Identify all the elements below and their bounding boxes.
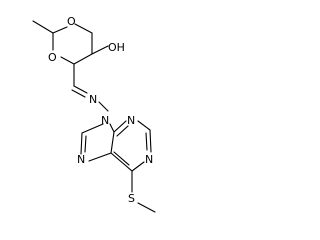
atom-label-n7: N [77,153,85,166]
bond-c2-o1 [52,26,68,34]
bond-c5p-c4p [110,131,115,154]
bond-c2-methyl [32,20,54,34]
bond-ch-n-double-a [73,85,88,94]
bond-s-ch3 [137,202,156,213]
bond-c6p-c5p-double-a [110,152,133,172]
bond-n3-c2p [137,120,151,131]
bond-c5-c4 [73,53,93,65]
bond-n-n9 [98,101,109,112]
atom-label-oh: OH [108,41,125,54]
bond-c6p-c5p-double-b [113,151,130,166]
bond-n9-c8 [81,123,104,134]
bond-c4p-n3-double-a [113,120,127,133]
bond-c4p-n9 [109,123,115,133]
atom-label-o3: O [48,51,57,64]
bond-c4p-n3-double-b [116,125,129,137]
bond-n7-c5p [88,152,112,162]
chemical-structure: O O OH N N N N N S [32,15,156,213]
atom-label-s: S [128,192,135,205]
bond-c8-n7-double-a [80,132,83,155]
atom-label-n9: N [101,114,109,127]
bond-c5-oh [91,45,109,55]
molecule-diagram: O O OH N N N N N S [32,15,156,213]
bond-c8-n7-double-b [84,135,87,153]
atom-label-o1: O [67,15,76,28]
bond-o1-c6 [74,23,93,34]
bond-c2p-n1-double-a [149,129,152,153]
bond-c4-o3 [60,56,75,65]
atom-label-n3: N [127,114,135,127]
bond-ch-n-double-b [71,89,86,98]
atom-label-imine-n: N [89,93,97,106]
bond-c2p-n1-double-b [145,132,148,151]
bond-n1-c6p [131,161,145,172]
atom-label-n1: N [145,153,153,166]
